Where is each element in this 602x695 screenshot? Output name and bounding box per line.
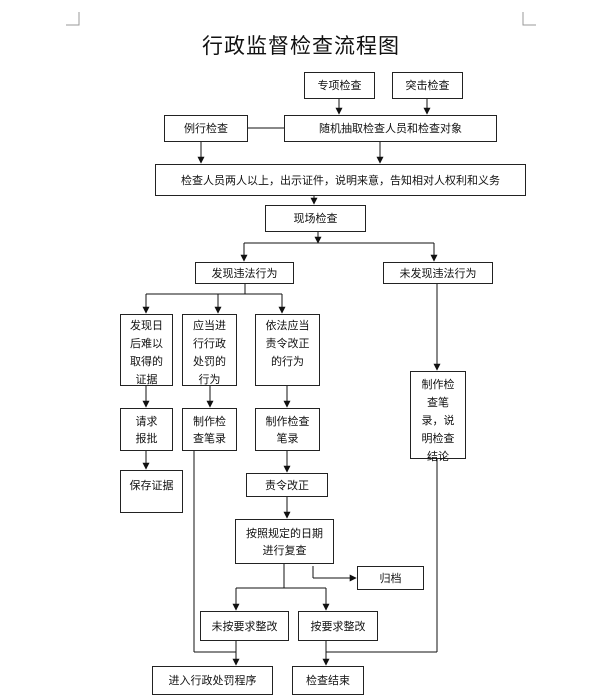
- make-record-node-1: 制作检查笔录: [182, 408, 237, 451]
- page-title: 行政监督检查流程图: [202, 34, 400, 58]
- rectified-node: 按要求整改: [298, 611, 378, 641]
- record-conclusion-node: 制作检查笔录，说明检查结论: [410, 371, 466, 463]
- violation-found-node: 发现违法行为: [195, 262, 294, 284]
- order-correct-act-node: 依法应当责令改正的行为: [255, 314, 320, 386]
- enter-penalty-node: 进入行政处罚程序: [152, 666, 273, 695]
- order-correct-node: 责令改正: [246, 473, 328, 497]
- surprise-check-node: 突击检查: [392, 72, 463, 99]
- make-record-node-2: 制作检查笔录: [255, 408, 320, 451]
- check-end-node: 检查结束: [292, 666, 364, 695]
- routine-check-node: 例行检查: [164, 115, 248, 142]
- no-violation-node: 未发现违法行为: [383, 262, 493, 284]
- onsite-check-node: 现场检查: [265, 205, 366, 232]
- random-select-node: 随机抽取检查人员和检查对象: [284, 115, 497, 142]
- archive-node: 归档: [357, 566, 424, 590]
- not-rectified-node: 未按要求整改: [200, 611, 289, 641]
- preserve-evidence-node: 保存证据: [120, 470, 183, 513]
- request-approval-node: 请求报批: [120, 408, 173, 451]
- page-corner-mark-left: [66, 12, 80, 26]
- special-check-node: 专项检查: [304, 72, 375, 99]
- inform-node: 检查人员两人以上，出示证件，说明来意，告知相对人权利和义务: [155, 164, 526, 196]
- page-corner-mark-right: [522, 12, 536, 26]
- evidence-loss-node: 发现日后难以取得的证据: [120, 314, 173, 386]
- should-punish-node: 应当进行行政处罚的行为: [182, 314, 237, 386]
- recheck-node: 按照规定的日期进行复查: [235, 519, 334, 564]
